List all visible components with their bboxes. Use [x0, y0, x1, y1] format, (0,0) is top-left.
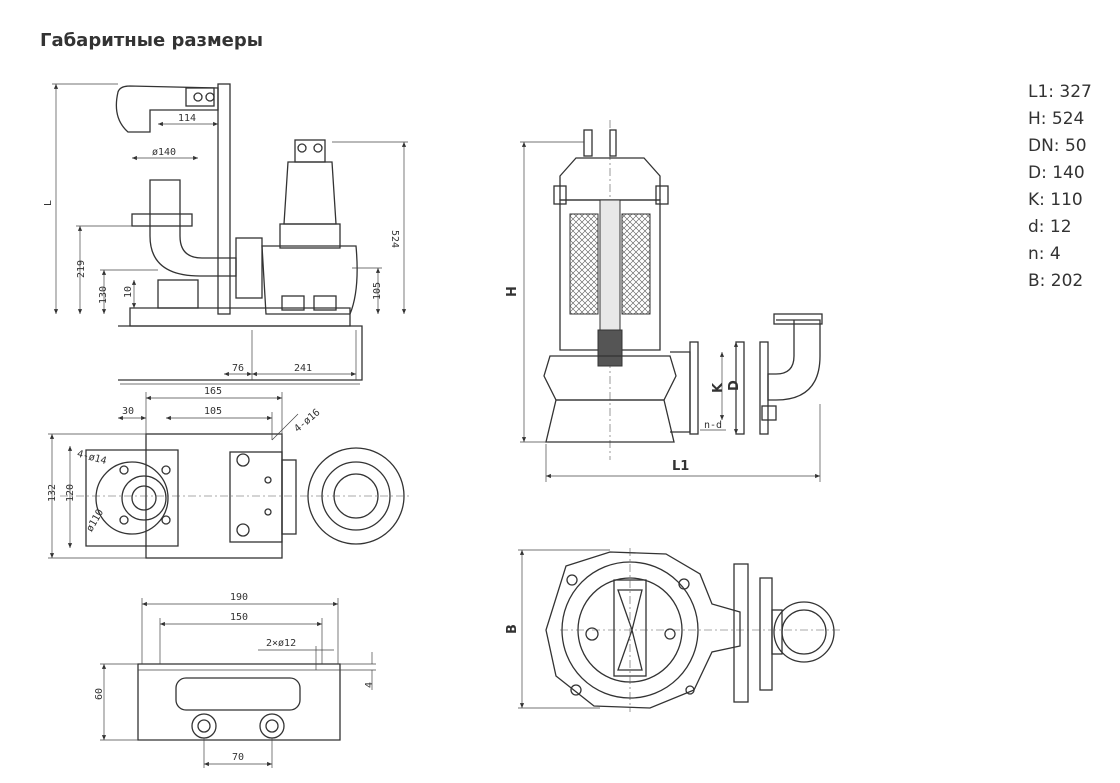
guide-rail — [217, 83, 231, 315]
dim-10: 10 — [123, 286, 134, 298]
square-flange — [85, 449, 179, 547]
stator-right — [621, 213, 651, 315]
dim-l: L — [43, 200, 54, 206]
dim-105-top: 105 — [204, 406, 222, 417]
dim-4x14: 4-ø14 — [76, 449, 108, 467]
dim-70: 70 — [232, 752, 244, 763]
stator-left — [569, 213, 599, 315]
spec-d: D: 140 — [1028, 163, 1085, 183]
label-nd: n-d — [704, 420, 722, 431]
bracket-plate — [137, 663, 341, 741]
outlet-flange — [689, 341, 699, 435]
elbow-pipe — [767, 319, 821, 401]
spec-small-d: d: 12 — [1028, 217, 1072, 237]
dim-110: ø110 — [85, 508, 107, 534]
base-plate — [129, 307, 351, 327]
spec-dn: DN: 50 — [1028, 136, 1087, 156]
dim-130: 130 — [98, 286, 109, 304]
dim-4x16: 4-ø16 — [292, 407, 322, 435]
label-l1: L1 — [672, 459, 689, 474]
pipe-flange — [131, 213, 193, 227]
dim-120: 120 — [65, 484, 76, 502]
spec-k: K: 110 — [1028, 190, 1083, 210]
label-k: K — [711, 382, 726, 393]
side-view-drawing: L 114 ø140 219 130 10 524 105 76 241 — [43, 83, 408, 385]
label-h: H — [505, 286, 520, 297]
dim-190: 190 — [230, 592, 248, 603]
dim-132: 132 — [47, 484, 58, 502]
pump-volute — [261, 245, 358, 315]
pump-section-drawing: H K D n-d L1 — [505, 120, 823, 482]
dim-150: 150 — [230, 612, 248, 623]
dim-241: 241 — [294, 363, 312, 374]
dim-165: 165 — [204, 386, 222, 397]
spec-h: H: 524 — [1028, 109, 1085, 129]
dim-76: 76 — [232, 363, 244, 374]
label-d: D — [727, 380, 742, 391]
plan-flange — [733, 563, 749, 703]
pump-motor — [283, 161, 337, 225]
label-b: B — [505, 624, 520, 634]
dim-2x12: 2×ø12 — [266, 638, 296, 649]
top-view-drawing: 165 30 105 4-ø16 4-ø14 132 120 ø110 — [47, 386, 410, 559]
dim-105: 105 — [372, 282, 383, 300]
bracket-drawing: 190 150 2×ø12 60 4 70 — [94, 592, 376, 768]
rail-top-bracket — [115, 85, 219, 133]
dim-524: 524 — [389, 230, 400, 248]
dim-60: 60 — [94, 688, 105, 700]
dim-140: ø140 — [152, 147, 176, 158]
dim-114: 114 — [178, 113, 196, 124]
pump-plan-drawing: B — [505, 548, 840, 712]
spec-list: L1: 327 H: 524 DN: 50 D: 140 K: 110 d: 1… — [1028, 79, 1092, 295]
plan-outline — [545, 551, 741, 709]
spec-b: B: 202 — [1028, 271, 1084, 291]
spec-n: n: 4 — [1028, 244, 1061, 264]
pump-base-stand — [545, 399, 675, 443]
spec-l1: L1: 327 — [1028, 82, 1092, 102]
pump-motor-housing — [559, 199, 661, 351]
page-title: Габаритные размеры — [40, 30, 264, 51]
dim-4: 4 — [364, 682, 375, 688]
dim-30: 30 — [122, 406, 134, 417]
dim-219: 219 — [76, 260, 87, 278]
discharge-pipe — [149, 179, 237, 277]
